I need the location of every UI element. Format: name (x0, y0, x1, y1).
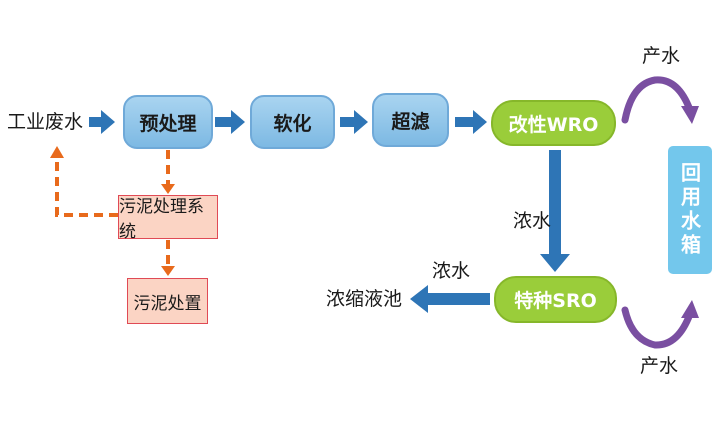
arc-wro-product-water (621, 76, 694, 124)
arrowhead-to-source (50, 146, 64, 158)
arrow-uf-to-wro (455, 110, 487, 134)
node-reuse-water-tank-label: 回用水箱 (677, 162, 702, 258)
arc-bottom-arrowhead (681, 300, 699, 318)
dashed-sludge-return (55, 156, 118, 217)
arrowhead-to-sludge-disposal (161, 266, 175, 276)
arrow-pretreat-to-soften (215, 110, 245, 134)
arc-sro-product-water (621, 306, 694, 349)
concentrate-pool-label: 浓缩液池 (326, 288, 403, 310)
arrow-soften-to-uf (340, 110, 368, 134)
node-pretreatment[interactable]: 预处理 (123, 95, 213, 149)
arc-top-arrowhead (681, 106, 699, 124)
node-modified-wro-label: 改性WRO (508, 113, 599, 136)
node-sludge-disposal[interactable]: 污泥处置 (127, 278, 208, 324)
node-sludge-treatment-system[interactable]: 污泥处理系统 (118, 195, 218, 242)
node-special-sro-label: 特种SRO (514, 290, 597, 312)
concentrate-mid-label: 浓水 (513, 210, 552, 232)
arrow-source-to-pretreat (89, 110, 115, 134)
node-pretreatment-label: 预处理 (139, 112, 197, 135)
concentrate-bottom-label: 浓水 (432, 260, 471, 282)
product-water-bottom-label: 产水 (640, 355, 679, 377)
node-special-sro[interactable]: 特种SRO (494, 276, 617, 323)
source-wastewater-label: 工业废水 (7, 111, 84, 133)
node-ultrafiltration[interactable]: 超滤 (372, 93, 449, 147)
arrow-wro-to-sro (540, 150, 570, 272)
node-sludge-disposal-label: 污泥处置 (133, 293, 202, 314)
arrowhead-to-sludge-system (161, 184, 175, 194)
arrow-sro-to-pool (410, 285, 490, 313)
node-modified-wro[interactable]: 改性WRO (491, 100, 616, 146)
node-ultrafiltration-label: 超滤 (391, 110, 430, 133)
node-reuse-water-tank[interactable]: 回用水箱 (668, 146, 712, 274)
node-softening-label: 软化 (273, 112, 312, 135)
node-sludge-treatment-system-label: 污泥处理系统 (119, 197, 204, 242)
node-softening[interactable]: 软化 (250, 95, 335, 149)
product-water-top-label: 产水 (642, 45, 681, 67)
